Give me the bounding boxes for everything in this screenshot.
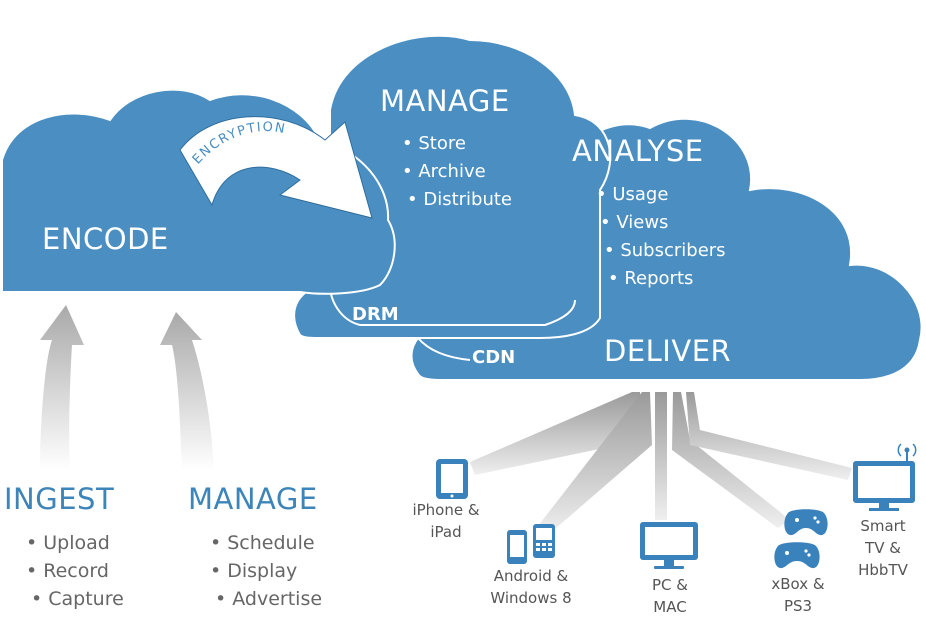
device-label-line: iPad: [430, 523, 462, 541]
device-label-line: Smart: [860, 517, 906, 535]
device-label-line: PS3: [783, 597, 813, 615]
list-item: • Display: [210, 560, 298, 582]
device-label-line: TV &: [865, 539, 901, 557]
tablet-icon: [436, 459, 468, 499]
list-item: • Schedule: [210, 532, 315, 554]
device-label-line: xBox &: [771, 575, 825, 593]
distribution-beams: [470, 392, 852, 535]
list-item: • Distribute: [407, 189, 513, 210]
device-label-iphone: iPhone & iPad: [404, 499, 488, 543]
device-label-xbox: xBox & PS3: [758, 573, 838, 617]
device-label-line: HbbTV: [858, 561, 908, 579]
manage-up-arrow: [160, 312, 214, 470]
drm-label: DRM: [352, 304, 399, 325]
list-item: • Advertise: [215, 588, 323, 610]
manage-cloud-list: • Store • Archive • Distribute: [402, 130, 512, 214]
list-item: • Archive: [402, 161, 486, 182]
drm-band: [329, 284, 576, 326]
list-item: • Store: [402, 133, 466, 154]
beam-to-tv: [686, 392, 852, 480]
monitor-icon: [640, 522, 698, 569]
device-label-pc: PC & MAC: [630, 574, 710, 618]
manage-ground-title: MANAGE: [188, 482, 318, 516]
device-label-android: Android & Windows 8: [478, 565, 584, 609]
device-label-line: iPhone &: [412, 501, 480, 519]
encryption-arrow: [179, 116, 373, 219]
beam-to-android: [538, 392, 652, 535]
cdn-band: [417, 337, 471, 361]
device-label-line: MAC: [653, 598, 687, 616]
beam-to-xbox: [672, 392, 790, 528]
analyse-list: • Usage • Views • Subscribers • Reports: [596, 181, 726, 293]
list-item: • Capture: [31, 588, 124, 610]
cdn-label: CDN: [472, 347, 516, 368]
manage-ground-list: • Schedule • Display • Advertise: [210, 529, 322, 613]
list-item: • Usage: [596, 184, 669, 205]
phone-icon: [507, 524, 555, 564]
analyse-title: ANALYSE: [572, 134, 704, 168]
ingest-up-arrow: [40, 305, 84, 470]
device-label-line: Android &: [493, 567, 569, 585]
list-item: • Record: [26, 560, 109, 582]
list-item: • Subscribers: [604, 240, 726, 261]
manage-cloud-title: MANAGE: [380, 84, 510, 118]
device-label-line: PC &: [652, 576, 688, 594]
ingest-list: • Upload • Record • Capture: [26, 529, 124, 613]
beam-to-iphone: [470, 392, 642, 475]
list-item: • Views: [600, 212, 669, 233]
device-label-line: Windows 8: [490, 589, 572, 607]
gamepad-icon: [774, 509, 828, 569]
list-item: • Reports: [608, 268, 694, 289]
beam-to-pc: [655, 392, 667, 520]
encode-title: ENCODE: [42, 222, 169, 256]
ingest-title: INGEST: [4, 482, 115, 516]
device-label-smart-tv: Smart TV & HbbTV: [846, 515, 920, 581]
smart-tv-icon: [853, 443, 917, 511]
list-item: • Upload: [26, 532, 110, 554]
deliver-title: DELIVER: [604, 334, 732, 368]
